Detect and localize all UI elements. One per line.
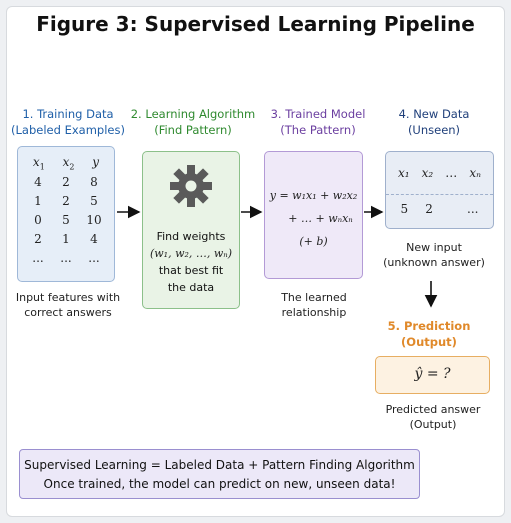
model-equation: y = w₁x₁ + w₂x₂ + … + wₙxₙ (+ b)	[265, 184, 362, 253]
training-table-body: 4 2 8 1 2 5 0 5 10 2 1 4.........	[18, 171, 114, 268]
training-table-cell: 1	[62, 232, 70, 247]
model-caption-line1: The learned	[281, 291, 347, 304]
header-y: y	[92, 155, 100, 169]
prediction-heading-line1: 5. Prediction	[387, 319, 471, 333]
new-data-table: x₁ x₂ … xₙ 5 2 ...	[385, 151, 494, 229]
training-table-cell: 1	[34, 194, 42, 209]
summary-box: Supervised Learning = Labeled Data + Pat…	[19, 449, 420, 499]
prediction-heading: 5. Prediction (Output)	[369, 318, 489, 350]
training-table-row: 0 5 10	[24, 211, 108, 230]
training-caption: Input features with correct answers	[8, 290, 128, 320]
equation-line2: + … + wₙxₙ	[288, 212, 353, 225]
training-table-row: .........	[24, 249, 108, 268]
new-value-ellipsis: ...	[467, 202, 479, 216]
new-data-header: x₁ x₂ … xₙ	[386, 152, 493, 180]
training-table-row: 1 2 5	[24, 192, 108, 211]
prediction-caption-line1: Predicted answer	[385, 403, 481, 416]
new-value-x2: 2	[425, 202, 433, 216]
header-x2: x2	[62, 155, 75, 172]
training-table-cell: 2	[62, 194, 70, 209]
algorithm-text-line1: Find weights	[156, 230, 226, 243]
algorithm-heading-line1: 2. Learning Algorithm	[130, 107, 256, 121]
header-x1: x1	[32, 155, 45, 172]
model-heading-line2: (The Pattern)	[280, 123, 356, 137]
gear-icon	[170, 165, 212, 207]
training-table-cell: ...	[32, 251, 44, 266]
new-data-heading-line2: (Unseen)	[407, 123, 461, 137]
training-caption-line2: correct answers	[24, 306, 112, 319]
training-table-cell: ...	[60, 251, 72, 266]
new-data-row: 5 2 ...	[392, 202, 487, 216]
algorithm-heading-line2: (Find Pattern)	[154, 123, 232, 137]
training-table-cell: 0	[34, 213, 42, 228]
equation-line3: (+ b)	[299, 235, 328, 248]
prediction-formula: ŷ = ?	[414, 366, 451, 382]
new-data-caption-line2: (unknown answer)	[383, 256, 485, 269]
training-table-row: 4 2 8	[24, 173, 108, 192]
new-data-heading: 4. New Data (Unseen)	[374, 106, 494, 138]
model-box: y = w₁x₁ + w₂x₂ + … + wₙxₙ (+ b)	[264, 151, 363, 279]
training-table-cell: 8	[90, 175, 98, 190]
training-table-cell: 4	[34, 175, 42, 190]
new-data-heading-line1: 4. New Data	[398, 107, 470, 121]
algorithm-text-line3: the data	[167, 281, 215, 294]
training-table-cell: 5	[62, 213, 70, 228]
summary-line1: Supervised Learning = Labeled Data + Pat…	[24, 458, 415, 472]
training-table-cell: 10	[86, 213, 102, 228]
new-header-xn: xₙ	[469, 166, 481, 180]
new-header-x2: x₂	[421, 166, 434, 180]
figure-title: Figure 3: Supervised Learning Pipeline	[36, 12, 475, 36]
training-table-cell: 5	[90, 194, 98, 209]
model-heading: 3. Trained Model (The Pattern)	[258, 106, 378, 138]
prediction-heading-line2: (Output)	[401, 335, 457, 349]
new-data-caption: New input (unknown answer)	[374, 240, 494, 270]
training-table-cell: ...	[88, 251, 100, 266]
training-caption-line1: Input features with	[15, 291, 121, 304]
algorithm-text-line2: that best fit	[158, 264, 224, 277]
training-table-cell: 4	[90, 232, 98, 247]
equation-line1: y = w₁x₁ + w₂x₂	[269, 189, 358, 202]
training-data-heading: 1. Training Data (Labeled Examples)	[8, 106, 128, 138]
prediction-caption: Predicted answer (Output)	[373, 402, 493, 432]
new-data-divider	[386, 194, 493, 195]
new-header-x1: x₁	[398, 166, 410, 180]
training-table-cell: 2	[62, 175, 70, 190]
algorithm-box: Find weights (w₁, w₂, …, wₙ) that best f…	[142, 151, 240, 309]
weights-vector: (w₁, w₂, …, wₙ)	[149, 247, 233, 260]
training-data-table: x1 x2 y 4 2 8 1 2 5 0 5 10 2 1 4.........	[17, 146, 115, 282]
summary-line2: Once trained, the model can predict on n…	[43, 477, 396, 491]
prediction-box: ŷ = ?	[375, 356, 490, 394]
training-data-heading-line1: 1. Training Data	[22, 107, 114, 121]
model-heading-line1: 3. Trained Model	[270, 107, 366, 121]
training-table-header: x1 x2 y	[18, 147, 114, 171]
training-table-row: 2 1 4	[24, 230, 108, 249]
new-header-ellipsis: …	[445, 166, 458, 180]
algorithm-text: Find weights (w₁, w₂, …, wₙ) that best f…	[143, 228, 239, 296]
prediction-caption-line2: (Output)	[409, 418, 457, 431]
training-table-cell: 2	[34, 232, 42, 247]
training-data-heading-line2: (Labeled Examples)	[11, 123, 125, 137]
new-data-caption-line1: New input	[406, 241, 462, 254]
model-caption-line2: relationship	[281, 306, 347, 319]
new-value-x1: 5	[400, 202, 409, 216]
algorithm-heading: 2. Learning Algorithm (Find Pattern)	[126, 106, 260, 138]
model-caption: The learned relationship	[254, 290, 374, 320]
